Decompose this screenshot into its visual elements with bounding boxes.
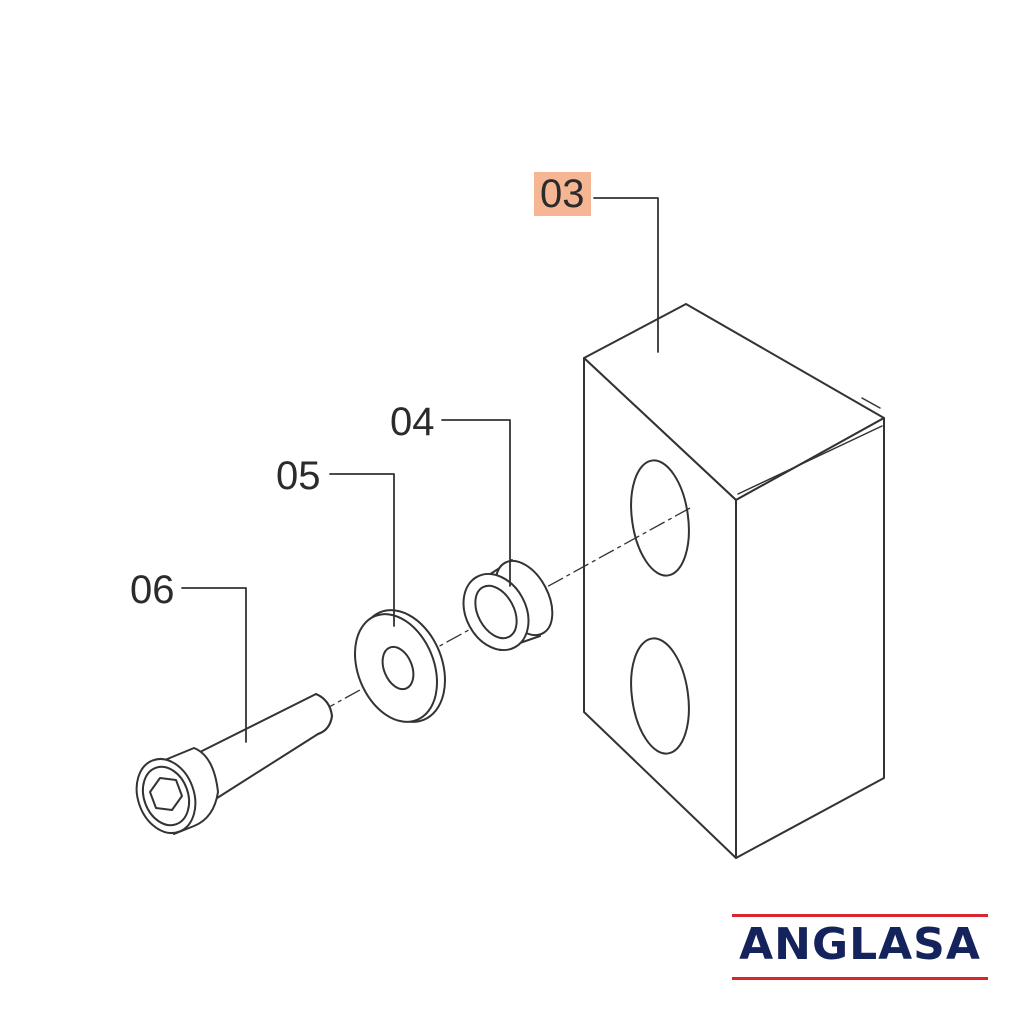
callout-05: 05 (276, 454, 321, 498)
leader-lines (181, 197, 659, 743)
leader-06 (181, 587, 247, 743)
washer-part (353, 609, 446, 723)
brand-logo: ANGLASA (732, 914, 988, 980)
brand-name: ANGLASA (739, 919, 981, 970)
leader-04 (441, 419, 511, 587)
callout-03: 03 (534, 172, 591, 216)
screw-part (135, 693, 333, 835)
callout-04: 04 (390, 400, 435, 444)
brand-rule-top (732, 914, 988, 917)
bushing-part (462, 559, 554, 652)
leader-03 (593, 197, 659, 353)
leader-05 (329, 473, 395, 627)
callout-06: 06 (130, 568, 175, 612)
block-part (583, 303, 885, 859)
brand-rule-bottom (732, 977, 988, 980)
